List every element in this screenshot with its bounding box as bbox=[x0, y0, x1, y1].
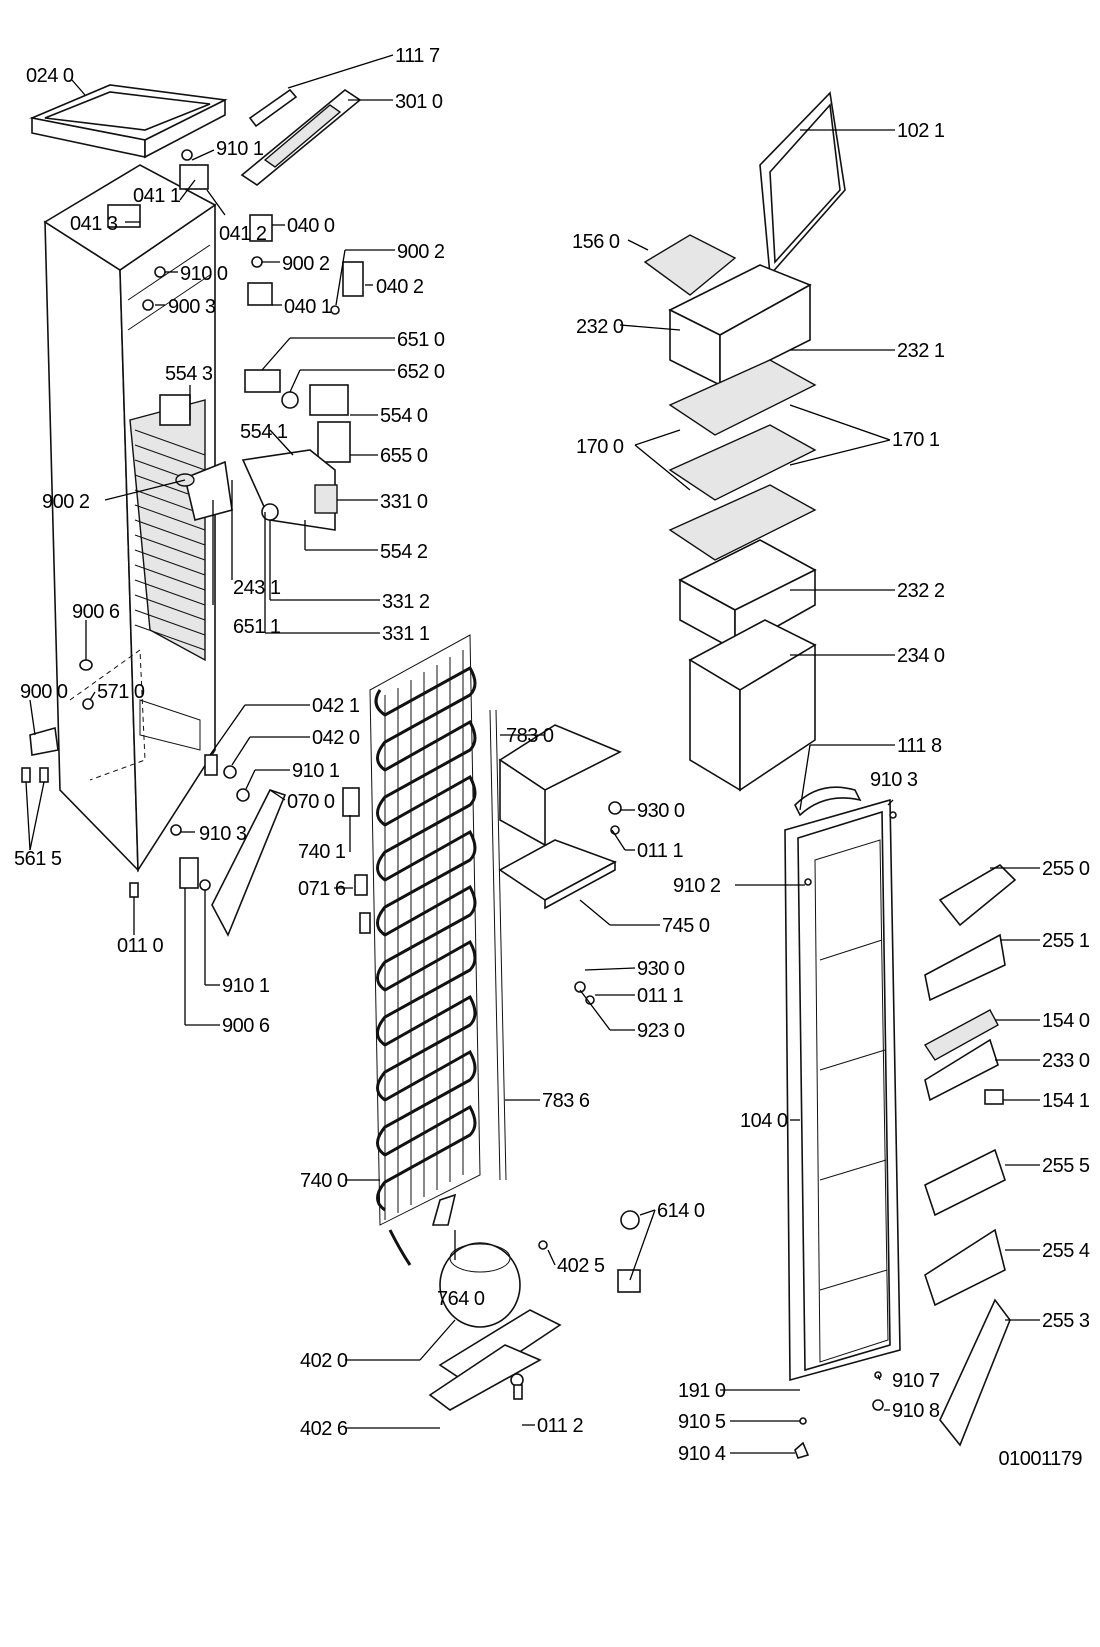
part-label: 655 0 bbox=[380, 445, 428, 467]
part-label: 910 2 bbox=[673, 875, 721, 897]
part-label: 255 4 bbox=[1042, 1240, 1090, 1262]
part-label: 900 6 bbox=[222, 1015, 270, 1037]
part-label: 900 2 bbox=[397, 241, 445, 263]
part-label: 234 0 bbox=[897, 645, 945, 667]
brackets bbox=[247, 214, 364, 315]
part-label: 170 1 bbox=[892, 429, 940, 451]
thermostat-assembly bbox=[241, 369, 351, 531]
part-label: 232 2 bbox=[897, 580, 945, 602]
part-label: 402 0 bbox=[300, 1350, 348, 1372]
part-label: 104 0 bbox=[740, 1110, 788, 1132]
part-label: 071 6 bbox=[298, 878, 346, 900]
freezer-drawers bbox=[643, 91, 846, 792]
part-label: 170 0 bbox=[576, 436, 624, 458]
part-label: 040 2 bbox=[376, 276, 424, 298]
part-label: 111 7 bbox=[395, 45, 440, 67]
part-label: 900 2 bbox=[282, 253, 330, 275]
part-label: 011 1 bbox=[637, 985, 683, 1007]
part-label: 255 1 bbox=[1042, 930, 1090, 952]
part-label: 156 0 bbox=[572, 231, 620, 253]
part-label: 331 1 bbox=[382, 623, 430, 645]
capillary-and-drier bbox=[431, 709, 507, 1226]
part-label: 255 3 bbox=[1042, 1310, 1090, 1332]
part-label: 041 3 bbox=[70, 213, 118, 235]
part-label: 232 1 bbox=[897, 340, 945, 362]
part-label: 233 0 bbox=[1042, 1050, 1090, 1072]
part-label: 255 0 bbox=[1042, 858, 1090, 880]
part-label: 614 0 bbox=[657, 1200, 705, 1222]
part-label: 561 5 bbox=[14, 848, 62, 870]
part-label: 040 1 bbox=[284, 296, 332, 318]
part-label: 900 3 bbox=[168, 296, 216, 318]
part-label: 900 0 bbox=[20, 681, 68, 703]
part-label: 764 0 bbox=[437, 1288, 485, 1310]
part-label: 011 0 bbox=[117, 935, 163, 957]
document-number: 01001179 bbox=[998, 1448, 1083, 1470]
part-label: 910 4 bbox=[678, 1443, 726, 1465]
part-label: 910 1 bbox=[292, 760, 340, 782]
part-label: 111 8 bbox=[897, 735, 942, 757]
part-label: 923 0 bbox=[637, 1020, 685, 1042]
part-label: 740 0 bbox=[300, 1170, 348, 1192]
part-label: 331 2 bbox=[382, 591, 430, 613]
part-label: 745 0 bbox=[662, 915, 710, 937]
part-label: 301 0 bbox=[395, 91, 443, 113]
part-label: 910 1 bbox=[216, 138, 264, 160]
part-label: 154 1 bbox=[1042, 1090, 1090, 1112]
part-label: 554 3 bbox=[165, 363, 213, 385]
part-label: 910 7 bbox=[892, 1370, 940, 1392]
lower-left-parts bbox=[21, 659, 371, 937]
part-label: 243 1 bbox=[233, 577, 281, 599]
condenser-coil bbox=[369, 634, 481, 1266]
part-label: 232 0 bbox=[576, 316, 624, 338]
part-label: 191 0 bbox=[678, 1380, 726, 1402]
part-label: 070 0 bbox=[287, 791, 335, 813]
part-label: 041 2 bbox=[219, 223, 267, 245]
top-cover bbox=[29, 84, 228, 159]
part-label: 024 0 bbox=[26, 65, 74, 87]
door bbox=[784, 786, 901, 1382]
part-label: 011 2 bbox=[537, 1415, 583, 1437]
part-label: 011 1 bbox=[637, 840, 683, 862]
part-label: 255 5 bbox=[1042, 1155, 1090, 1177]
part-label: 900 6 bbox=[72, 601, 120, 623]
part-label: 402 6 bbox=[300, 1418, 348, 1440]
part-label: 910 1 bbox=[222, 975, 270, 997]
part-label: 652 0 bbox=[397, 361, 445, 383]
part-label: 910 5 bbox=[678, 1411, 726, 1433]
part-label: 783 6 bbox=[542, 1090, 590, 1112]
part-label: 554 0 bbox=[380, 405, 428, 427]
part-label: 930 0 bbox=[637, 800, 685, 822]
part-label: 554 2 bbox=[380, 541, 428, 563]
part-label: 554 1 bbox=[240, 421, 288, 443]
part-label: 910 8 bbox=[892, 1400, 940, 1422]
part-label: 910 3 bbox=[199, 823, 247, 845]
part-label: 910 3 bbox=[870, 769, 918, 791]
part-label: 930 0 bbox=[637, 958, 685, 980]
part-label: 402 5 bbox=[557, 1255, 605, 1277]
part-label: 042 0 bbox=[312, 727, 360, 749]
part-label: 571 0 bbox=[97, 681, 145, 703]
part-label: 651 1 bbox=[233, 616, 281, 638]
part-label: 740 1 bbox=[298, 841, 346, 863]
part-label: 331 0 bbox=[380, 491, 428, 513]
part-label: 783 0 bbox=[506, 725, 554, 747]
part-label: 910 0 bbox=[180, 263, 228, 285]
part-label: 900 2 bbox=[42, 491, 90, 513]
part-number-labels: 024 0 111 7 301 0 910 1 041 1 041 3 041 … bbox=[14, 45, 1090, 1465]
part-label: 651 0 bbox=[397, 329, 445, 351]
drip-tray bbox=[498, 724, 622, 1005]
part-label: 102 1 bbox=[897, 120, 945, 142]
leader-lines bbox=[25, 54, 1040, 1454]
compressor bbox=[428, 1210, 641, 1411]
part-label: 042 1 bbox=[312, 695, 360, 717]
part-label: 041 1 bbox=[133, 185, 181, 207]
door-bins bbox=[794, 863, 1017, 1459]
part-label: 154 0 bbox=[1042, 1010, 1090, 1032]
part-label: 040 0 bbox=[287, 215, 335, 237]
